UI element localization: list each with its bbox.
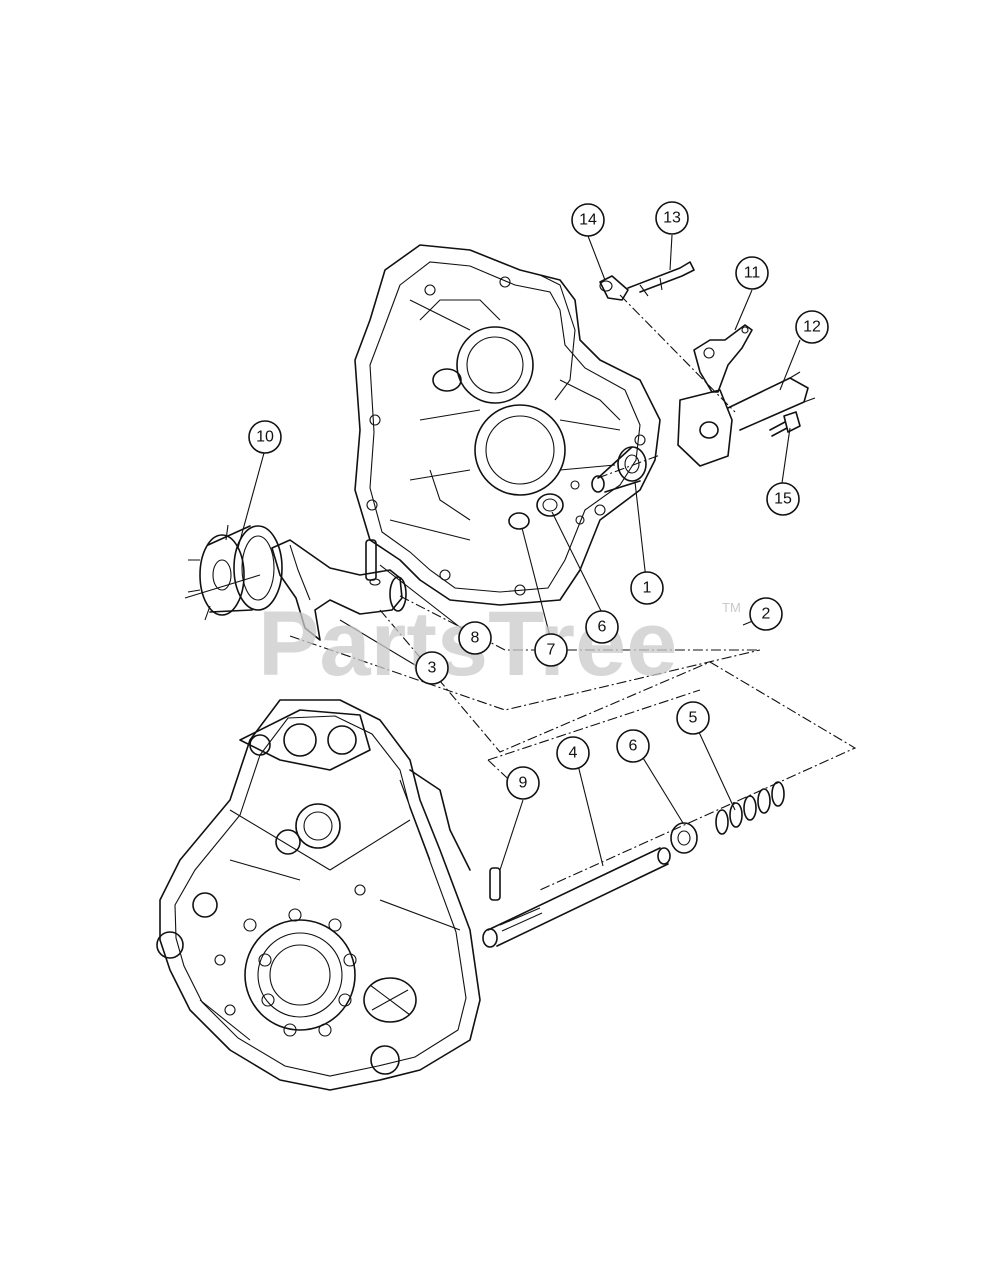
callout-15[interactable]: 15 bbox=[766, 482, 800, 516]
callout-6-upper[interactable]: 6 bbox=[585, 610, 619, 644]
callout-6-lower-label: 6 bbox=[629, 738, 638, 755]
callout-12[interactable]: 12 bbox=[795, 310, 829, 344]
shift-fork bbox=[271, 539, 407, 641]
callout-6-upper-label: 6 bbox=[598, 619, 607, 636]
callout-3[interactable]: 3 bbox=[415, 651, 449, 685]
callout-5-label: 5 bbox=[689, 710, 698, 727]
upper-housing-cover bbox=[354, 244, 661, 606]
callout-2-label: 2 bbox=[762, 606, 771, 623]
callout-10[interactable]: 10 bbox=[248, 420, 282, 454]
callout-15-label: 15 bbox=[774, 491, 792, 508]
callout-10-label: 10 bbox=[256, 429, 274, 446]
compression-spring bbox=[715, 781, 785, 835]
spring-pin bbox=[365, 539, 377, 581]
watermark-trademark: TM bbox=[722, 600, 741, 615]
callout-7-label: 7 bbox=[547, 642, 556, 659]
callout-11[interactable]: 11 bbox=[735, 256, 769, 290]
callout-5[interactable]: 5 bbox=[676, 701, 710, 735]
shift-lever-plate bbox=[693, 324, 753, 393]
retaining-clip bbox=[627, 261, 695, 297]
callout-14[interactable]: 14 bbox=[571, 203, 605, 237]
watermark: PartsTree TM bbox=[258, 593, 741, 695]
callout-13-label: 13 bbox=[663, 210, 681, 227]
callout-11-label: 11 bbox=[744, 265, 761, 282]
collar-bushing bbox=[599, 275, 629, 301]
callout-7[interactable]: 7 bbox=[534, 633, 568, 667]
callout-9[interactable]: 9 bbox=[506, 766, 540, 800]
callout-4-label: 4 bbox=[569, 745, 578, 762]
hex-bolt bbox=[769, 411, 801, 437]
washer-lower bbox=[670, 822, 698, 854]
callout-8[interactable]: 8 bbox=[458, 621, 492, 655]
shift-hub-collar bbox=[184, 524, 283, 621]
callout-1[interactable]: 1 bbox=[630, 571, 664, 605]
callout-9-label: 9 bbox=[519, 775, 528, 792]
roll-pin bbox=[489, 867, 501, 901]
shift-arm-bracket bbox=[677, 371, 816, 467]
leader-lines bbox=[237, 234, 801, 871]
callout-1-label: 1 bbox=[643, 580, 652, 597]
shift-shaft bbox=[482, 847, 671, 948]
callout-13[interactable]: 13 bbox=[655, 201, 689, 235]
callout-bubbles: 1 2 3 4 5 6 6 7 8 9 10 11 12 13 14 15 bbox=[248, 201, 829, 800]
callout-4[interactable]: 4 bbox=[556, 736, 590, 770]
callout-8-label: 8 bbox=[471, 630, 480, 647]
callout-3-label: 3 bbox=[428, 660, 437, 677]
explosion-centerlines bbox=[289, 294, 857, 891]
oil-seal bbox=[591, 446, 647, 493]
lower-transmission-housing bbox=[156, 699, 481, 1091]
callout-12-label: 12 bbox=[803, 319, 821, 336]
callout-14-label: 14 bbox=[579, 212, 597, 229]
callout-2[interactable]: 2 bbox=[749, 597, 783, 631]
callout-6-lower[interactable]: 6 bbox=[616, 729, 650, 763]
